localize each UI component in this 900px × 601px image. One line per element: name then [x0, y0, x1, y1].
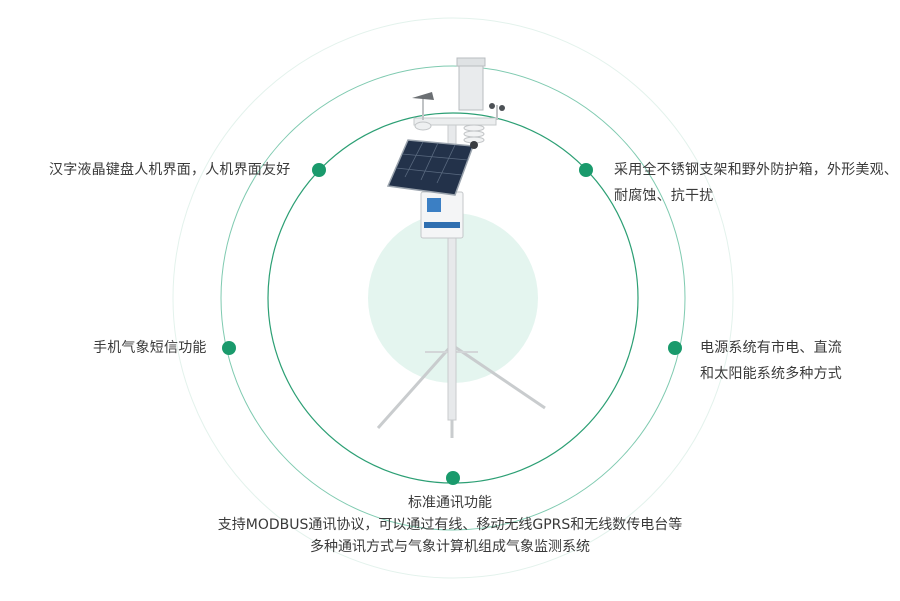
- feature-stainless-bracket-line1: 采用全不锈钢支架和野外防护箱，外形美观、: [614, 162, 898, 178]
- solar-panel: [386, 139, 475, 196]
- middle-ring: [220, 65, 686, 531]
- camera-dome: [470, 141, 478, 149]
- rain-gauge-rim: [456, 57, 486, 67]
- feature-stainless-bracket-line2: 耐腐蚀、抗干扰: [614, 188, 714, 204]
- tripod-leg-right: [451, 343, 546, 410]
- box-logo: [427, 198, 441, 212]
- box-label-strip: [424, 222, 460, 228]
- anemometer-cup: [489, 103, 495, 109]
- weather-station-illustration: [376, 57, 546, 438]
- feature-communication: 标准通讯功能 支持MODBUS通讯协议，可以通过有线、移动无线GPRS和无线数传…: [150, 492, 750, 558]
- wind-vane: [412, 92, 434, 100]
- feature-sms: 手机气象短信功能: [93, 340, 207, 356]
- outer-ring: [172, 17, 734, 579]
- feature-communication-title: 标准通讯功能: [408, 495, 492, 511]
- feature-dot-mid-right: [668, 341, 682, 355]
- feature-dot-bottom: [446, 471, 460, 485]
- feature-dot-mid-left: [222, 341, 236, 355]
- cross-arm: [413, 117, 497, 126]
- feature-keyboard-interface: 汉字液晶键盘人机界面，人机界面友好: [49, 162, 291, 178]
- feature-power-supply: 电源系统有市电、直流 和太阳能系统多种方式: [700, 335, 842, 387]
- rain-gauge: [458, 61, 484, 111]
- feature-power-supply-line2: 和太阳能系统多种方式: [700, 366, 842, 382]
- feature-dot-top-right: [579, 163, 593, 177]
- feature-communication-line1: 支持MODBUS通讯协议，可以通过有线、移动无线GPRS和无线数传电台等: [217, 517, 683, 533]
- tripod-leg-left: [376, 344, 454, 429]
- feature-dot-top-left: [312, 163, 326, 177]
- radiation-shield: [463, 124, 485, 144]
- feature-communication-line2: 多种通讯方式与气象计算机组成气象监测系统: [310, 539, 590, 555]
- feature-stainless-bracket: 采用全不锈钢支架和野外防护箱，外形美观、 耐腐蚀、抗干扰: [614, 157, 898, 209]
- feature-power-supply-line1: 电源系统有市电、直流: [700, 340, 842, 356]
